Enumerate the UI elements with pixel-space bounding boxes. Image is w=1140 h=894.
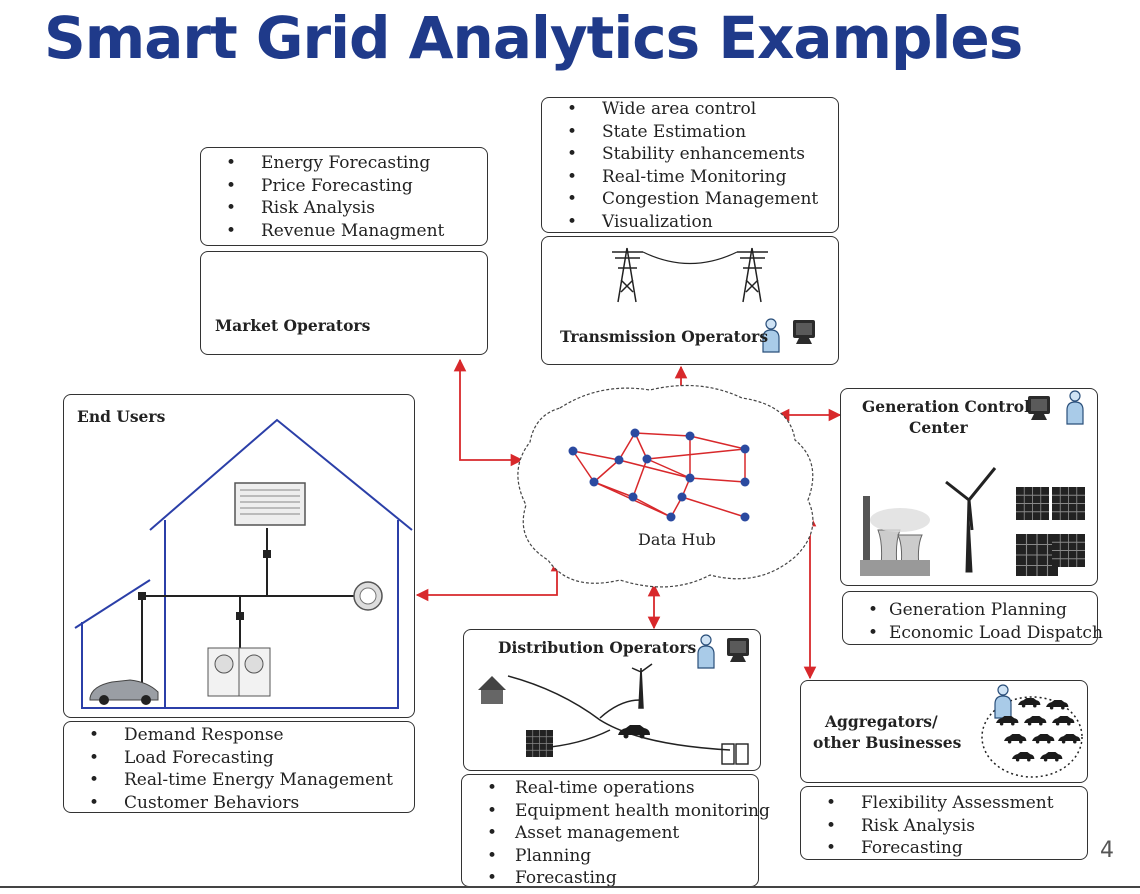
distribution-list-box: Real-time operations Equipment health mo… bbox=[461, 774, 770, 890]
transmission-list-box: Wide area control State Estimation Stabi… bbox=[541, 97, 839, 233]
market-item: Risk Analysis bbox=[201, 197, 487, 220]
aggregators-item: Forecasting bbox=[801, 837, 1087, 860]
page-number: 4 bbox=[1100, 838, 1114, 863]
end-users-item: Demand Response bbox=[64, 724, 414, 747]
cloud-icon bbox=[517, 384, 814, 588]
distribution-item: Asset management bbox=[462, 822, 758, 845]
transmission-operators-box: Transmission Operators bbox=[541, 236, 839, 365]
market-operators-box: Market Operators bbox=[200, 251, 488, 355]
generation-control-box: Generation Control Center bbox=[840, 388, 1098, 586]
market-item: Price Forecasting bbox=[201, 175, 487, 198]
end-users-item: Customer Behaviors bbox=[64, 792, 414, 815]
end-users-list-box: Demand Response Load Forecasting Real-ti… bbox=[63, 721, 415, 815]
transmission-item: Congestion Management bbox=[542, 188, 838, 211]
distribution-operators-box: Distribution Operators bbox=[463, 629, 761, 771]
generation-label-line2: Center bbox=[909, 418, 968, 437]
slide-bottom-border bbox=[0, 886, 1140, 888]
generation-item: Generation Planning bbox=[843, 599, 1097, 622]
end-users-box: End Users bbox=[63, 394, 415, 718]
aggregators-label-line1: Aggregators/ bbox=[825, 712, 938, 731]
market-operators-label: Market Operators bbox=[215, 316, 371, 335]
transmission-item: Stability enhancements bbox=[542, 143, 838, 166]
end-users-label: End Users bbox=[77, 407, 166, 426]
aggregators-item: Flexibility Assessment bbox=[801, 792, 1087, 815]
aggregators-item: Risk Analysis bbox=[801, 815, 1087, 838]
network-icon bbox=[572, 432, 746, 518]
aggregators-label-line2: other Businesses bbox=[813, 733, 962, 752]
data-hub-label: Data Hub bbox=[638, 530, 716, 549]
transmission-item: Wide area control bbox=[542, 98, 838, 121]
distribution-item: Forecasting bbox=[462, 867, 758, 890]
transmission-item: State Estimation bbox=[542, 121, 838, 144]
aggregators-list-box: Flexibility Assessment Risk Analysis For… bbox=[800, 786, 1088, 860]
market-item: Revenue Managment bbox=[201, 220, 487, 243]
end-users-item: Real-time Energy Management bbox=[64, 769, 414, 792]
distribution-item: Planning bbox=[462, 845, 758, 868]
market-list-box: Energy Forecasting Price Forecasting Ris… bbox=[200, 147, 488, 246]
end-users-item: Load Forecasting bbox=[64, 747, 414, 770]
generation-label-line1: Generation Control bbox=[862, 397, 1030, 416]
distribution-item: Equipment health monitoring bbox=[462, 800, 770, 823]
market-item: Energy Forecasting bbox=[201, 152, 487, 175]
generation-item: Economic Load Dispatch bbox=[843, 622, 1103, 645]
aggregators-box: Aggregators/ other Businesses bbox=[800, 680, 1088, 783]
transmission-item: Real-time Monitoring bbox=[542, 166, 838, 189]
transmission-operators-label: Transmission Operators bbox=[560, 327, 769, 346]
generation-list-box: Generation Planning Economic Load Dispat… bbox=[842, 591, 1103, 645]
page-title: Smart Grid Analytics Examples bbox=[44, 4, 1023, 72]
distribution-item: Real-time operations bbox=[462, 777, 758, 800]
distribution-operators-label: Distribution Operators bbox=[498, 638, 697, 657]
transmission-item: Visualization bbox=[542, 211, 838, 234]
